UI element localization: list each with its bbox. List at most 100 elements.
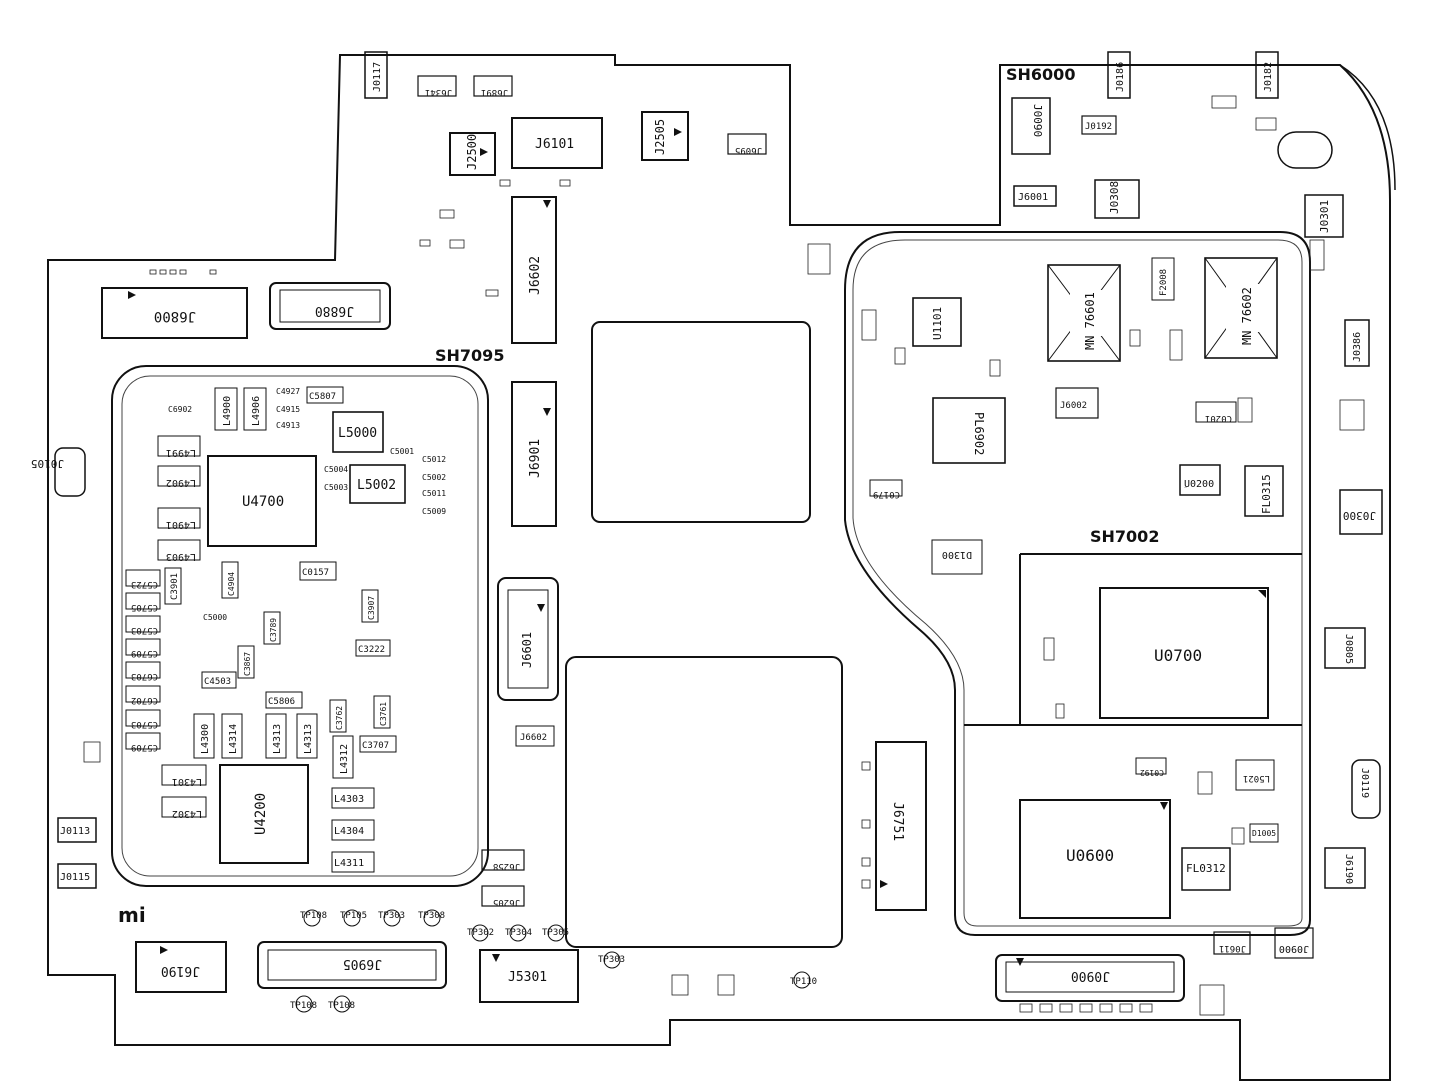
shield-sh7095: [111, 365, 489, 887]
svg-text:C6902: C6902: [168, 405, 192, 414]
svg-text:J6341: J6341: [425, 87, 452, 97]
svg-text:C4503: C4503: [204, 677, 231, 687]
small-connector-j0182: J0182: [1255, 51, 1279, 99]
label-j2500: J2500: [465, 134, 479, 170]
svg-text:J6001: J6001: [1018, 192, 1048, 203]
small-connector-j0301: J0301: [1304, 194, 1344, 238]
label-j6880: J6880: [315, 303, 354, 318]
svg-text:L4304: L4304: [334, 826, 364, 837]
chip-u0200: [1179, 464, 1221, 496]
connector-j0900: [995, 954, 1185, 1002]
svg-text:L4314: L4314: [228, 724, 239, 754]
svg-text:C0192: C0192: [1140, 768, 1164, 777]
chip-fl0315: [1244, 465, 1284, 517]
chip-mn76601: [1047, 264, 1121, 362]
svg-text:U0200: U0200: [1184, 487, 1187, 489]
label-j5301: J5301: [508, 970, 547, 985]
svg-text:TP304: TP304: [505, 928, 532, 938]
svg-text:L4313: L4313: [272, 724, 283, 754]
svg-text:J6002: J6002: [1060, 401, 1087, 411]
small-passives-scatter: [83, 95, 1365, 1016]
svg-text:L4901: L4901: [166, 519, 196, 530]
small-connector-j0105: J0105: [31, 447, 86, 497]
svg-text:TP105: TP105: [340, 911, 367, 921]
svg-text:C3901: C3901: [170, 573, 180, 600]
small-connector-j6341: J6341: [417, 75, 457, 97]
chip-label-u4200: U4200: [253, 793, 269, 835]
svg-text:TP308: TP308: [418, 911, 445, 921]
small-connector-j0805: J0805: [1324, 627, 1366, 669]
svg-text:L4900: L4900: [222, 396, 233, 426]
svg-text:TP303: TP303: [598, 955, 625, 965]
svg-text:J0115: J0115: [60, 872, 90, 883]
center-pad-top: [591, 321, 811, 523]
svg-text:J0805: J0805: [1343, 634, 1354, 664]
svg-text:J0119: J0119: [1359, 768, 1370, 798]
svg-text:C4927: C4927: [276, 387, 300, 396]
svg-text:D1300: D1300: [942, 549, 972, 560]
inductor-group-left: L4900 L4906 L4991 L4902 L4901 L4903 L430…: [157, 387, 375, 873]
svg-text:L4312: L4312: [339, 744, 350, 774]
svg-text:C0179: C0179: [873, 489, 900, 499]
label-j6601: J6601: [520, 632, 534, 668]
svg-text:C5009: C5009: [422, 507, 446, 516]
svg-text:F2008: F2008: [1159, 269, 1169, 296]
small-connector-j6002: J6002: [1055, 387, 1099, 419]
svg-text:C6703: C6703: [131, 671, 158, 681]
svg-text:L4303: L4303: [334, 794, 364, 805]
svg-text:C0201: C0201: [1205, 413, 1232, 423]
small-connector-j6190b: J6190: [1324, 847, 1366, 889]
misc-components-right: D1300 D1005 U0200 C0179 L5021 F2008 C020…: [869, 129, 1279, 843]
small-connector-j0113: J0113: [57, 817, 97, 843]
svg-text:L4903: L4903: [166, 551, 196, 562]
small-connector-j6891: J6891: [473, 75, 513, 97]
svg-text:C3789: C3789: [269, 618, 278, 642]
svg-text:J6095: J6095: [735, 145, 762, 155]
svg-text:C5806: C5806: [268, 697, 295, 707]
svg-text:TP108: TP108: [328, 1001, 355, 1011]
chip-u4200: [219, 764, 309, 864]
svg-text:L4311: L4311: [334, 858, 364, 869]
svg-text:J0386: J0386: [1352, 332, 1363, 362]
shield-sh7002: [844, 231, 1311, 936]
svg-text:C5709: C5709: [131, 742, 158, 752]
chip-label-u0600: U0600: [1066, 846, 1114, 865]
svg-text:C4913: C4913: [276, 421, 300, 430]
label-j6602-top: J6602: [528, 256, 543, 295]
inductor-l5000: [332, 411, 384, 453]
svg-text:C3867: C3867: [243, 652, 252, 676]
svg-text:C5002: C5002: [422, 473, 446, 482]
svg-text:L4991: L4991: [166, 447, 196, 458]
svg-text:L4302: L4302: [172, 808, 202, 819]
svg-text:J0182: J0182: [1263, 62, 1274, 92]
svg-text:J6258: J6258: [493, 861, 520, 871]
svg-text:C5703: C5703: [131, 719, 158, 729]
svg-text:J0300: J0300: [1343, 509, 1376, 522]
svg-text:C5709: C5709: [131, 648, 158, 658]
label-j6905: J6905: [343, 956, 382, 971]
connector-j6190: [135, 941, 227, 993]
chip-label-mn76602: MN 76602: [1240, 287, 1254, 345]
testpoints: TP108 TP105 TP303 TP308 TP302 TP304 TP30…: [290, 909, 817, 1013]
chip-label-pl6902: PL6902: [972, 412, 986, 455]
small-connector-j6205: J6205: [481, 885, 525, 907]
label-l5002: L5002: [357, 478, 396, 493]
small-connector-j0115: J0115: [57, 863, 97, 889]
small-connector-j0900b: J0900: [1274, 927, 1314, 959]
small-connector-j0300: J0300: [1339, 489, 1383, 535]
svg-text:C5004: C5004: [324, 465, 348, 474]
svg-text:TP110: TP110: [790, 977, 817, 987]
chip-label-u0200: U0200: [1184, 479, 1214, 490]
chip-label-mn76601: MN 76601: [1083, 292, 1097, 350]
svg-text:C3761: C3761: [379, 702, 388, 726]
svg-text:TP303: TP303: [378, 911, 405, 921]
chip-mn76602: [1204, 257, 1278, 359]
chip-fl0312: [1181, 847, 1231, 891]
label-j6901: J6901: [528, 439, 543, 478]
svg-text:L4313: L4313: [303, 724, 314, 754]
connector-j6901: [511, 381, 557, 527]
svg-text:L5021: L5021: [1243, 773, 1270, 783]
svg-text:C5807: C5807: [309, 392, 336, 402]
small-connector-j0186: J0186: [1107, 51, 1131, 99]
